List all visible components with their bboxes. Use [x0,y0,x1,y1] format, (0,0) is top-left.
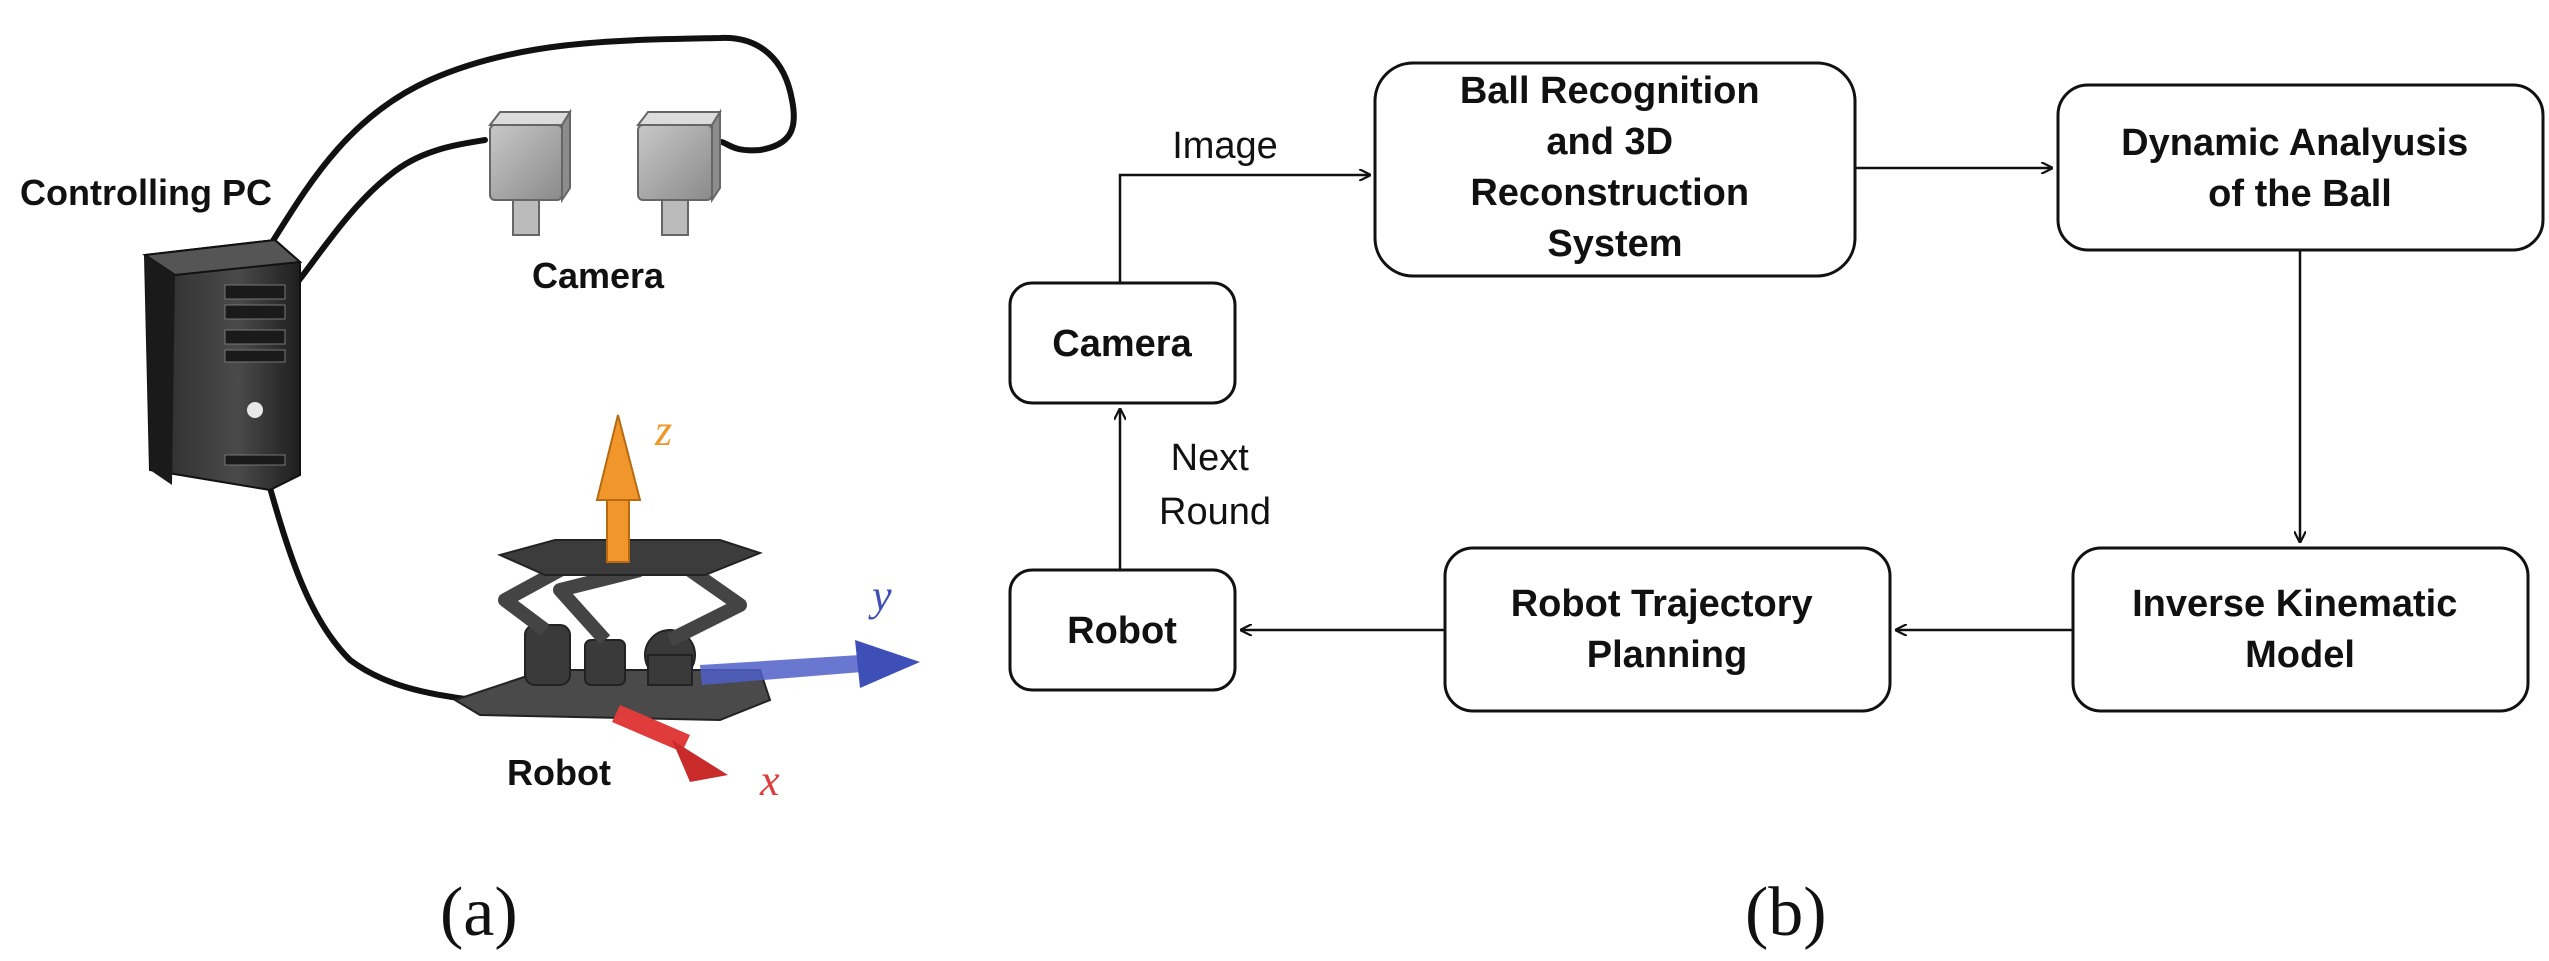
robot-box-label: Robot [1067,610,1177,652]
image-edge-label: Image [1172,125,1278,167]
box-trajectory-planning [1443,546,1892,713]
box-ball-recognition [1373,61,1857,278]
camera-right-icon [635,108,722,236]
trajectory-planning-line-1: Robot Trajectory [1511,583,1813,625]
box-robot [1008,568,1237,692]
axis-y-label: y [868,571,892,620]
ball-recognition-line-4: System [1547,223,1682,265]
trajectory-planning-label: Robot Trajectory Planning [1511,583,1824,676]
next-round-line-2: Round [1159,491,1271,533]
controlling-pc-label: Controlling PC [20,172,272,213]
pc-camera-cable-left [280,137,488,303]
camera-label: Camera [532,255,665,296]
z-axis-arrow [595,414,642,563]
panel-b: Camera Robot Ball Recognition and 3D Rec… [1008,61,2545,951]
robot-label: Robot [507,752,611,793]
inverse-kinematic-line-1: Inverse Kinematic [2132,583,2457,625]
dynamic-analysis-line-2: of the Ball [2208,173,2392,215]
inverse-kinematic-label: Inverse Kinematic Model [2132,583,2468,676]
ball-recognition-line-2: and 3D [1546,121,1673,163]
next-round-edge-label: Next Round [1159,437,1271,533]
arrow-camera-to-ball-recognition [1118,175,1370,283]
ball-recognition-label: Ball Recognition and 3D Reconstruction S… [1460,70,1770,265]
box-inverse-kinematic [2071,546,2530,713]
pc-camera-cable-right [259,34,797,261]
dynamic-analysis-line-1: Dynamic Analyusis [2121,122,2468,164]
ball-recognition-line-3: Reconstruction [1470,172,1749,214]
inverse-kinematic-line-2: Model [2245,634,2355,676]
axis-z-label: z [654,406,672,455]
trajectory-planning-line-2: Planning [1587,634,1747,676]
dynamic-analysis-label: Dynamic Analyusis of the Ball [2121,122,2479,215]
y-axis-arrow [700,640,920,688]
camera-box-label: Camera [1052,323,1192,365]
caption-b: (b) [1745,874,1827,951]
next-round-line-1: Next [1171,437,1250,479]
box-camera [1008,281,1237,405]
pc-tower-icon [142,238,303,492]
pc-robot-cable [262,467,475,703]
parallel-robot-icon [452,539,772,722]
x-axis-arrow [612,705,728,782]
panel-a: z y x Controlling PC Camera Robot (a) [20,34,920,951]
ball-recognition-line-1: Ball Recognition [1460,70,1760,112]
axis-x-label: x [759,756,780,805]
camera-left-icon [487,108,572,236]
box-dynamic-analysis [2056,83,2545,252]
caption-a: (a) [440,874,518,951]
